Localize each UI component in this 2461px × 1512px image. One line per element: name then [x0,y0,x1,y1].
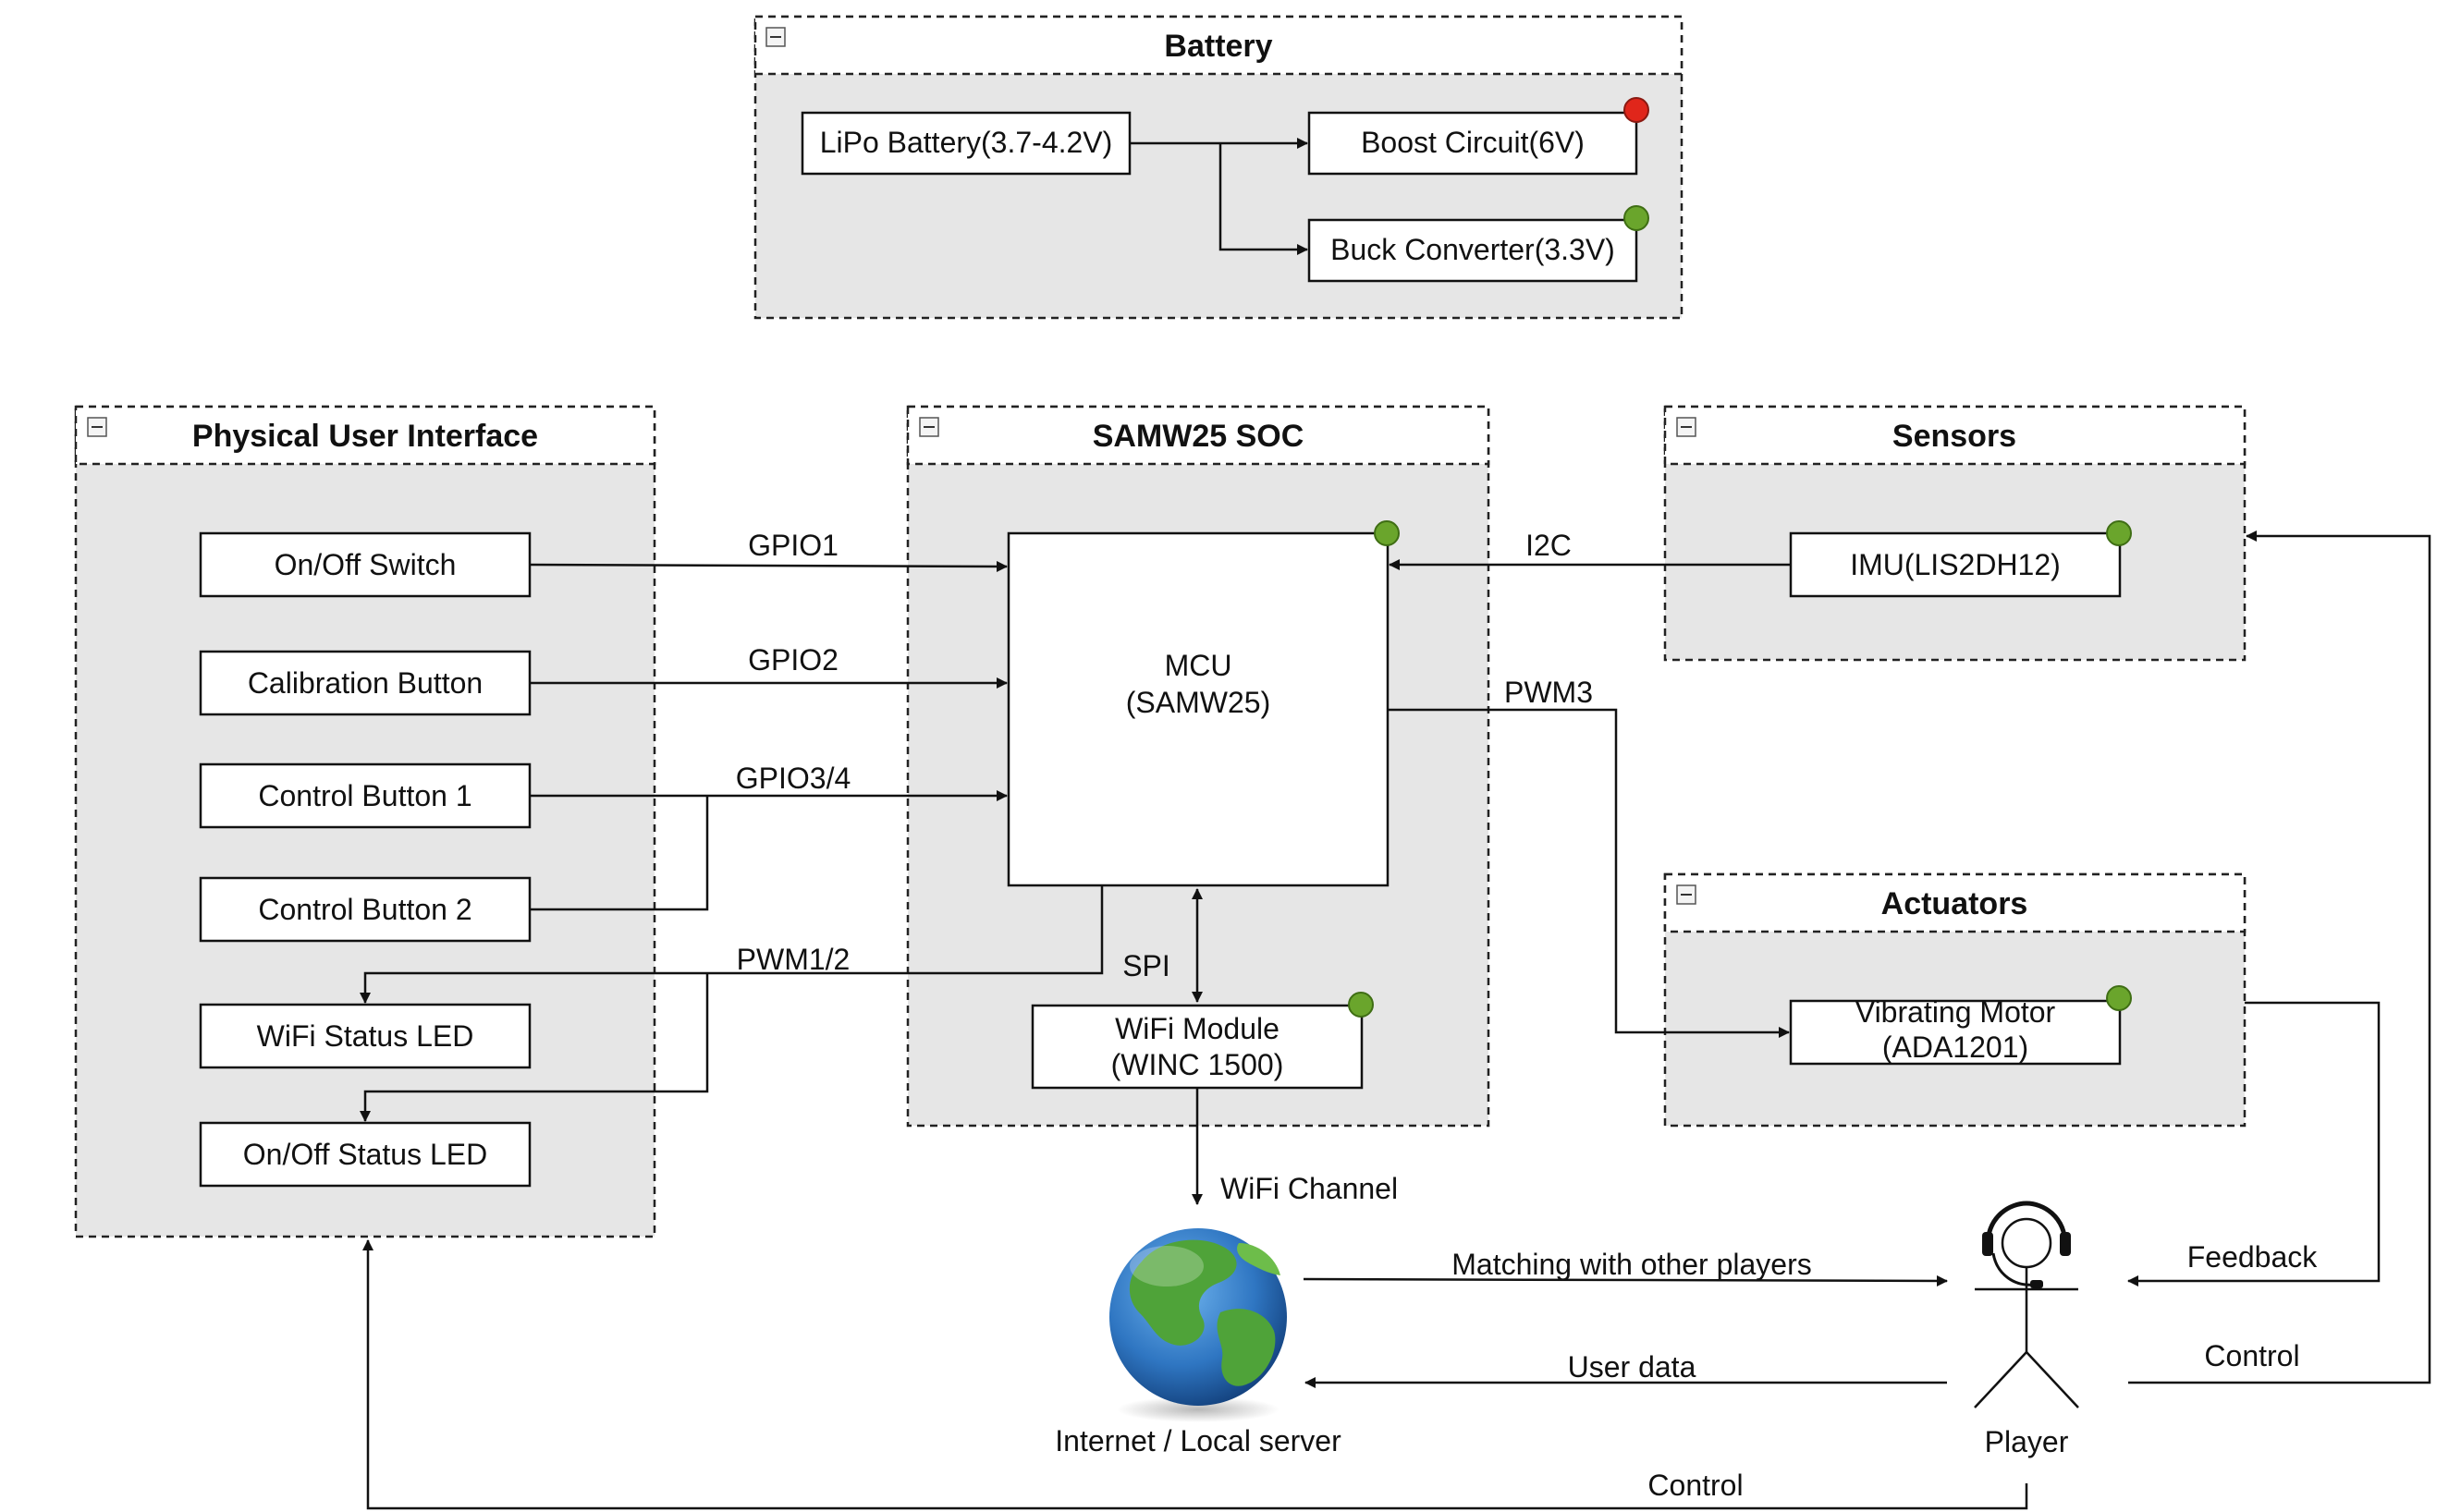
on-off-switch-box[interactable]: On/Off Switch [199,531,532,598]
internet-label: Internet / Local server [1055,1424,1341,1457]
lipo-to-buck-wire [1218,143,1308,255]
pui-collapse-icon[interactable] [87,417,107,437]
user-data-label: User data [1568,1350,1696,1384]
feedback-wire [2127,1001,2381,1286]
spi-label: SPI [1122,949,1170,982]
buck-converter-box[interactable]: Buck Converter(3.3V) [1307,205,1649,283]
sensors-group-title: Sensors [1892,419,2016,454]
pwm3-label: PWM3 [1504,676,1593,709]
matching-wire [1303,1274,1948,1286]
wifi-channel-label: WiFi Channel [1220,1172,1398,1205]
mcu-label-line1: MCU [1165,649,1232,682]
boost-status-indicator [1623,97,1649,123]
player-label: Player [1985,1425,2069,1458]
control-button-2-box[interactable]: Control Button 2 [199,876,532,943]
battery-group-title: Battery [1164,29,1272,64]
boost-circuit-box[interactable]: Boost Circuit(6V) [1307,97,1649,176]
wifi-status-led-label: WiFi Status LED [257,1019,474,1053]
control-button-1-label: Control Button 1 [258,779,471,812]
imu-box[interactable]: IMU(LIS2DH12) [1789,520,2132,598]
wifi-status-led-box[interactable]: WiFi Status LED [199,1003,532,1069]
wifi-module-status-indicator [1348,992,1374,1018]
on-off-status-led-label: On/Off Status LED [243,1138,487,1171]
motor-label-line1: Vibrating Motor [1855,995,2056,1029]
vibrating-motor-box[interactable]: Vibrating Motor (ADA1201) [1789,985,2132,1066]
imu-status-indicator [2106,520,2132,546]
motor-status-indicator [2106,985,2132,1011]
wifi-module-label-line2: (WINC 1500) [1111,1048,1284,1081]
battery-collapse-icon[interactable] [765,27,786,47]
control-pui-label: Control [1647,1469,1743,1502]
mcu-box[interactable]: MCU (SAMW25) [1007,520,1400,887]
gpio1-wire [529,560,1008,572]
on-off-switch-label: On/Off Switch [275,548,457,581]
lipo-battery-label: LiPo Battery(3.7-4.2V) [820,126,1113,159]
wifi-module-box[interactable]: WiFi Module (WINC 1500) [1031,992,1374,1090]
calibration-button-label: Calibration Button [248,666,483,700]
control-sensors-label: Control [2204,1339,2299,1372]
control-sensors-wire [2128,530,2431,1384]
gpio1-label: GPIO1 [748,529,839,562]
mcu-status-indicator [1374,520,1400,546]
actuators-group[interactable]: Actuators [1663,872,2247,1128]
motor-label-line2: (ADA1201) [1882,1030,2028,1064]
soc-collapse-icon[interactable] [919,417,939,437]
control-button-1-box[interactable]: Control Button 1 [199,762,532,829]
gpio34-label: GPIO3/4 [736,762,851,795]
wifi-module-label-line1: WiFi Module [1115,1012,1279,1045]
buck-converter-label: Buck Converter(3.3V) [1330,233,1615,266]
boost-circuit-label: Boost Circuit(6V) [1361,126,1585,159]
pwm3-wire [1388,708,1790,1038]
lipo-battery-box[interactable]: LiPo Battery(3.7-4.2V) [801,111,1132,176]
i2c-label: I2C [1525,529,1572,562]
mcu-label-line2: (SAMW25) [1126,686,1270,719]
pui-group-title: Physical User Interface [192,419,538,454]
pwm12-wire-onoff-led [360,973,709,1122]
internet-globe-icon[interactable] [1109,1228,1287,1422]
player-icon[interactable] [1974,1201,2079,1408]
actuators-group-title: Actuators [1881,886,2028,921]
control-pui-wire [362,1239,2028,1510]
control-button-2-label: Control Button 2 [258,893,471,926]
gpio2-label: GPIO2 [748,643,839,677]
actuators-collapse-icon[interactable] [1676,884,1696,905]
pwm12-wire-wifi-led [360,885,1104,1004]
soc-group-title: SAMW25 SOC [1093,419,1304,454]
on-off-status-led-box[interactable]: On/Off Status LED [199,1121,532,1188]
imu-label: IMU(LIS2DH12) [1850,548,2061,581]
calibration-button-box[interactable]: Calibration Button [199,650,532,716]
control-button-2-wire [530,796,709,911]
matching-label: Matching with other players [1451,1248,1812,1281]
pwm12-label: PWM1/2 [737,943,851,976]
buck-status-indicator [1623,205,1649,231]
sensors-collapse-icon[interactable] [1676,417,1696,437]
feedback-label: Feedback [2187,1240,2319,1274]
